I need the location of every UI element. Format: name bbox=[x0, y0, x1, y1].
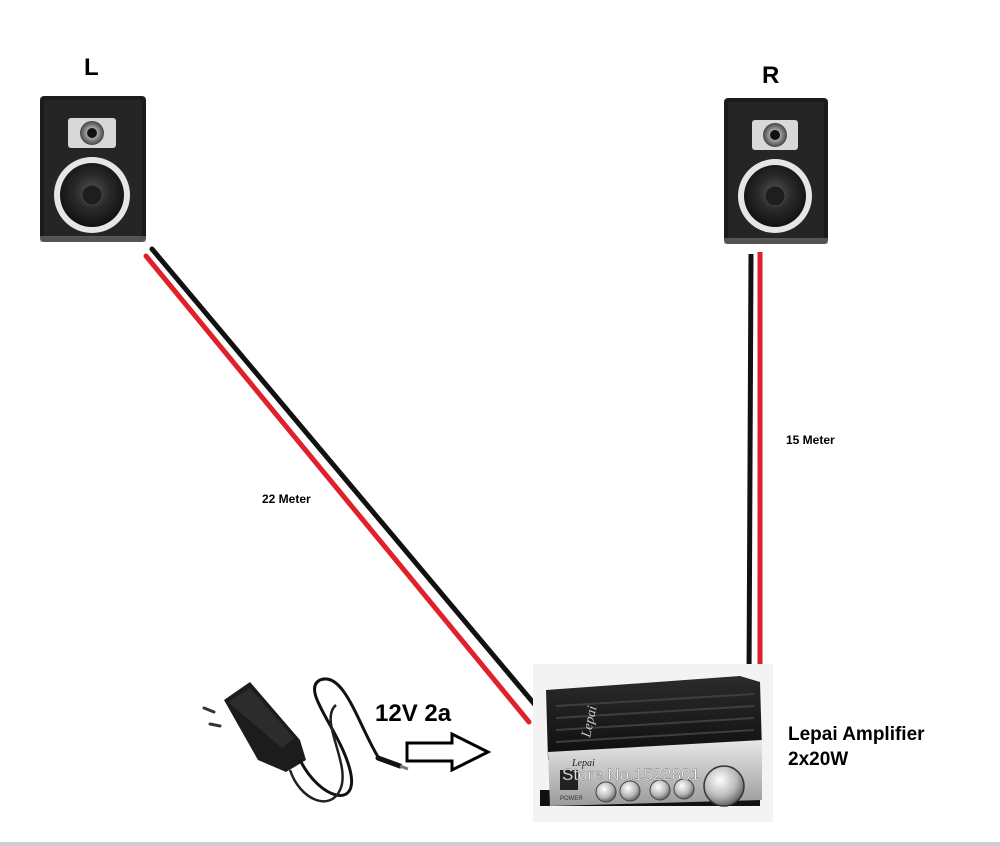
power-arrow-icon bbox=[405, 731, 492, 773]
amplifier-image: Lepai Lepai POWER Store No.1522801 bbox=[533, 664, 773, 822]
amplifier-power-rating: 2x20W bbox=[788, 749, 849, 770]
left-cable-negative bbox=[149, 246, 539, 709]
right-cable-length: 15 Meter bbox=[786, 433, 835, 447]
amplifier-name: Lepai Amplifier bbox=[788, 724, 925, 745]
left-speaker bbox=[40, 96, 146, 242]
amplifier-caption: Lepai Amplifier 2x20W bbox=[788, 722, 925, 772]
amp-power-text: POWER bbox=[560, 796, 583, 802]
amp-watermark: Store No.1522801 bbox=[562, 765, 700, 784]
amp-brand-side: Lepai bbox=[579, 704, 601, 739]
right-speaker-label: R bbox=[762, 62, 780, 89]
bottom-divider bbox=[0, 842, 1000, 846]
right-cable-negative bbox=[746, 253, 754, 681]
power-supply-label: 12V 2a bbox=[375, 700, 452, 727]
left-speaker-label: L bbox=[84, 54, 99, 81]
amp-brand-front: Lepai bbox=[571, 758, 595, 769]
power-adapter bbox=[202, 677, 409, 803]
left-cable bbox=[143, 246, 539, 725]
right-cable bbox=[746, 252, 763, 686]
left-cable-positive bbox=[143, 253, 532, 725]
left-cable-length: 22 Meter bbox=[262, 492, 311, 506]
right-speaker bbox=[724, 98, 828, 244]
